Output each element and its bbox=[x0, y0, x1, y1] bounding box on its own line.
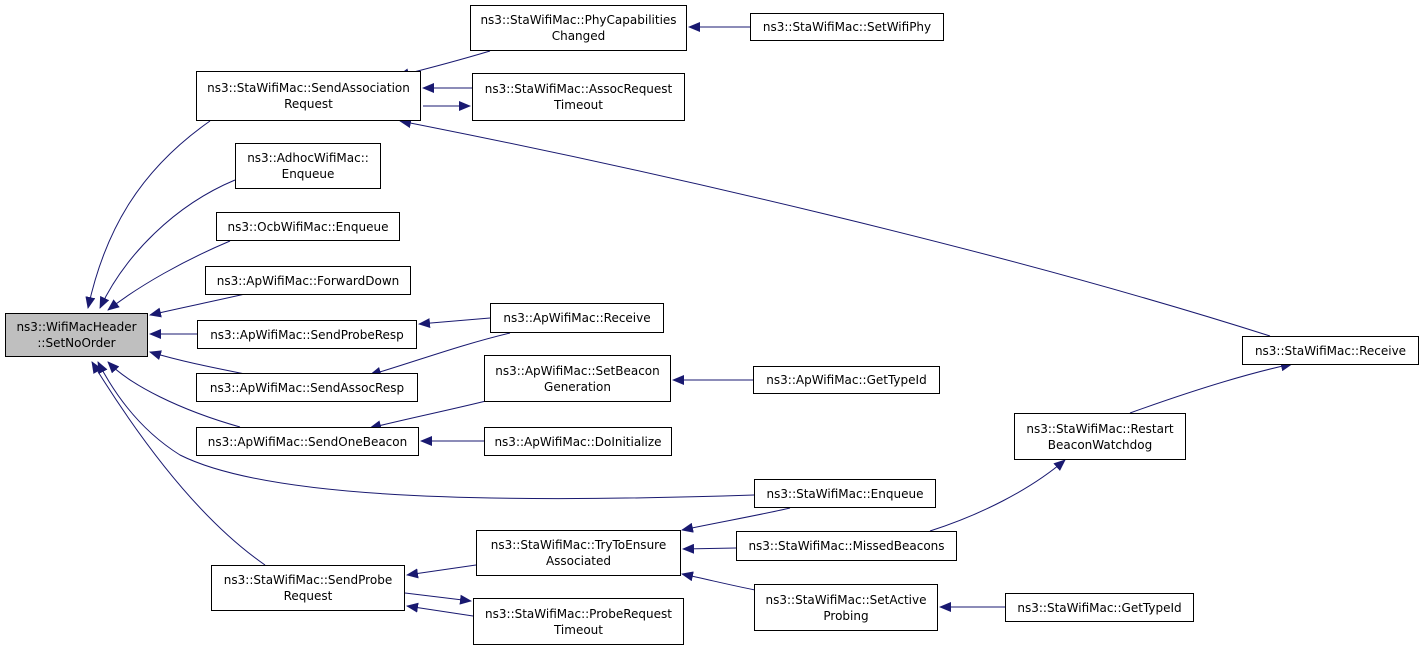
edge-assocresp-to-root bbox=[149, 350, 246, 375]
node-ap-send-one-beacon[interactable]: ns3::ApWifiMac::SendOneBeacon bbox=[196, 427, 419, 456]
edge-adhoc-to-root bbox=[99, 179, 236, 309]
edge-probereq-to-timeout bbox=[404, 592, 472, 605]
edge-assocreq-to-root bbox=[85, 120, 211, 309]
node-sta-assoc-request-timeout[interactable]: ns3::StaWifiMac::AssocRequest Timeout bbox=[472, 73, 685, 121]
edge-stareceive-to-assocreq bbox=[399, 118, 1271, 337]
node-root-set-no-order: ns3::WifiMacHeader ::SetNoOrder bbox=[5, 313, 148, 357]
node-sta-receive[interactable]: ns3::StaWifiMac::Receive bbox=[1242, 336, 1419, 365]
node-sta-probe-request-timeout[interactable]: ns3::StaWifiMac::ProbeRequest Timeout bbox=[473, 598, 684, 645]
node-ocb-enqueue[interactable]: ns3::OcbWifiMac::Enqueue bbox=[216, 212, 400, 241]
node-ap-send-assoc-resp[interactable]: ns3::ApWifiMac::SendAssocResp bbox=[196, 373, 418, 402]
edge-apreceive-to-proberesp bbox=[418, 317, 491, 329]
node-sta-phy-capabilities-changed[interactable]: ns3::StaWifiMac::PhyCapabilities Changed bbox=[470, 5, 687, 51]
edge-timeout-to-probereq bbox=[406, 602, 474, 617]
node-sta-send-probe-request[interactable]: ns3::StaWifiMac::SendProbe Request bbox=[211, 565, 405, 611]
node-sta-set-wifi-phy[interactable]: ns3::StaWifiMac::SetWifiPhy bbox=[750, 13, 944, 41]
node-ap-set-beacon-generation[interactable]: ns3::ApWifiMac::SetBeacon Generation bbox=[484, 355, 671, 402]
node-ap-receive[interactable]: ns3::ApWifiMac::Receive bbox=[490, 303, 664, 333]
node-adhoc-enqueue[interactable]: ns3::AdhocWifiMac:: Enqueue bbox=[235, 143, 381, 189]
edge-restartwd-to-stareceive bbox=[1129, 361, 1293, 414]
node-sta-missed-beacons[interactable]: ns3::StaWifiMac::MissedBeacons bbox=[736, 531, 957, 561]
edge-forwarddown-to-root bbox=[149, 293, 246, 318]
node-sta-restart-beacon-watchdog[interactable]: ns3::StaWifiMac::Restart BeaconWatchdog bbox=[1014, 413, 1186, 460]
edge-staenqueue-to-tryensure bbox=[681, 507, 791, 533]
node-ap-get-type-id[interactable]: ns3::ApWifiMac::GetTypeId bbox=[753, 366, 940, 394]
edge-ocb-to-root bbox=[107, 240, 231, 311]
node-ap-do-initialize[interactable]: ns3::ApWifiMac::DoInitialize bbox=[484, 427, 672, 456]
edge-missedbeacons-to-tryensure bbox=[682, 543, 737, 554]
node-sta-enqueue[interactable]: ns3::StaWifiMac::Enqueue bbox=[754, 479, 936, 508]
edge-beacongen-to-onebeacon bbox=[369, 399, 491, 431]
edge-onebeacon-to-root bbox=[107, 361, 241, 428]
node-ap-send-probe-resp[interactable]: ns3::ApWifiMac::SendProbeResp bbox=[197, 320, 417, 349]
edge-probereq-to-root bbox=[91, 361, 266, 566]
edge-staenqueue-to-root bbox=[97, 361, 755, 500]
edge-missedbeacons-to-restartwd bbox=[929, 459, 1066, 532]
edge-activeprobing-to-tryensure bbox=[681, 571, 756, 591]
node-sta-try-to-ensure-associated[interactable]: ns3::StaWifiMac::TryToEnsure Associated bbox=[476, 530, 681, 576]
node-sta-set-active-probing[interactable]: ns3::StaWifiMac::SetActive Probing bbox=[754, 584, 938, 631]
node-sta-get-type-id[interactable]: ns3::StaWifiMac::GetTypeId bbox=[1005, 593, 1194, 622]
edge-tryensure-to-probereq bbox=[406, 564, 477, 579]
edge-apreceive-to-assocresp bbox=[369, 332, 511, 377]
node-sta-send-association-request[interactable]: ns3::StaWifiMac::SendAssociation Request bbox=[196, 71, 421, 121]
node-ap-forward-down[interactable]: ns3::ApWifiMac::ForwardDown bbox=[205, 266, 411, 295]
